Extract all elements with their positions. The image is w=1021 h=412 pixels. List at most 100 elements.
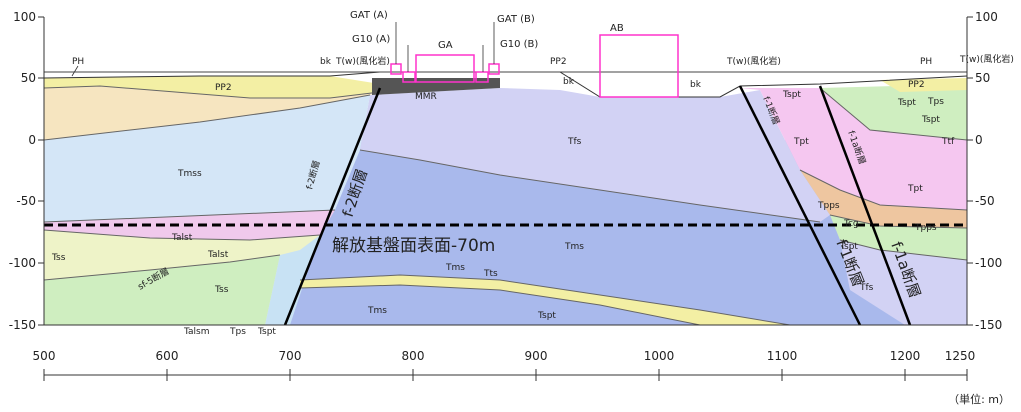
label-tspt-r2: Tspt xyxy=(897,98,916,108)
label-pp2-left: PP2 xyxy=(215,83,232,93)
label-tspt-r3: Tspt xyxy=(921,115,940,125)
right-axis-labels: 100 50 0 -50 -100 -150 xyxy=(975,10,1002,332)
left-tick-minus50: -50 xyxy=(16,194,36,208)
x-tick-500: 500 xyxy=(33,349,56,363)
x-tick-1250: 1250 xyxy=(945,349,976,363)
left-tick-minus150: -150 xyxy=(9,318,36,332)
label-tw-left: T(w)(風化岩) xyxy=(335,55,390,67)
label-tmss: Tmss xyxy=(177,169,202,179)
x-tick-700: 700 xyxy=(279,349,302,363)
left-axis-labels: 100 50 0 -50 -100 -150 xyxy=(9,10,36,332)
x-tick-1200: 1200 xyxy=(890,349,921,363)
right-tick-minus100: -100 xyxy=(975,256,1002,270)
label-bk-center: bk xyxy=(563,77,575,87)
label-talst2: Talst xyxy=(207,250,229,260)
label-bk-right: bk xyxy=(690,80,702,90)
label-tpps2: Tpps xyxy=(914,223,937,233)
layer-tpt-right xyxy=(740,88,967,210)
label-tspt-r4: Tspt xyxy=(839,242,858,252)
x-tick-800: 800 xyxy=(402,349,425,363)
layer-fills xyxy=(44,76,967,325)
fault-f1a xyxy=(818,85,912,326)
x-tick-600: 600 xyxy=(156,349,179,363)
label-tcg: Tcg xyxy=(843,219,859,229)
left-tick-minus100: -100 xyxy=(9,256,36,270)
unit-note: （単位: m） xyxy=(948,392,1010,406)
label-tspt-lower: Tspt xyxy=(537,311,556,321)
right-axis-ticks xyxy=(967,16,973,326)
label-tms-main: Tms xyxy=(564,242,584,252)
label-tw-right-top: T(w)(風化岩) xyxy=(726,55,781,67)
label-tss-mid: Tss xyxy=(214,285,229,295)
label-talsm: Talsm xyxy=(183,327,209,337)
label-tspt-r1: Tspt xyxy=(782,90,801,100)
right-tick-50: 50 xyxy=(975,71,990,85)
label-tspt-bottom: Tspt xyxy=(257,327,276,337)
label-pp2-right: PP2 xyxy=(908,80,925,90)
label-gat-b: GAT (B) xyxy=(497,14,535,25)
layer-tpps-right xyxy=(800,170,967,228)
left-axis-ticks xyxy=(38,16,44,326)
label-talst1: Talst xyxy=(171,233,193,243)
label-g10-b: G10 (B) xyxy=(500,39,538,50)
structure-leaders xyxy=(395,22,495,72)
label-tms-lower2: Tms xyxy=(367,306,387,316)
label-tw-right-edge: T(w)(風化岩) xyxy=(959,53,1014,65)
layer-labels: Tmss Tfs Tms Tms Tts Tms Tspt Tss Tss Ta… xyxy=(51,90,955,337)
label-ttf: Ttf xyxy=(941,137,955,147)
layer-tts xyxy=(300,275,790,325)
layer-cream-left xyxy=(44,86,380,140)
right-tick-0: 0 xyxy=(975,133,983,147)
label-tfs-r: Tfs xyxy=(859,283,874,293)
label-ph-right: PH xyxy=(920,57,932,67)
structure-ga xyxy=(415,54,475,83)
right-tick-minus50: -50 xyxy=(975,194,995,208)
label-tts: Tts xyxy=(483,269,498,279)
fault-f2 xyxy=(283,87,382,326)
label-tpps1: Tpps xyxy=(817,201,840,211)
label-tpt-r2: Tpt xyxy=(907,184,923,194)
label-ph-left: PH xyxy=(72,57,84,67)
layer-tmss xyxy=(44,95,370,222)
x-axis-labels: 500 600 700 800 900 1000 1100 1200 1250 xyxy=(33,349,976,363)
label-gat-a: GAT (A) xyxy=(350,10,388,21)
label-tps-bottom: Tps xyxy=(229,327,246,337)
label-mmr: MMR xyxy=(415,92,437,102)
structures xyxy=(390,34,679,98)
x-tick-1000: 1000 xyxy=(644,349,675,363)
layer-tfs xyxy=(360,88,830,222)
boundary-lines xyxy=(43,85,968,326)
label-ga: GA xyxy=(438,40,453,51)
x-tick-1100: 1100 xyxy=(767,349,798,363)
label-ab: AB xyxy=(610,23,624,34)
label-bk-left: bk xyxy=(320,57,332,67)
left-tick-100: 100 xyxy=(13,10,36,24)
faults xyxy=(283,85,912,326)
x-tick-900: 900 xyxy=(525,349,548,363)
structure-gat-b xyxy=(475,71,489,83)
structure-ab xyxy=(599,34,679,98)
layer-green-left xyxy=(44,255,280,325)
layer-tfs-right xyxy=(840,240,967,325)
layer-pp2-right xyxy=(880,78,967,92)
label-tps-r: Tps xyxy=(927,97,944,107)
layer-green-right xyxy=(820,84,967,140)
label-g10-a: G10 (A) xyxy=(352,34,390,45)
plot-frame xyxy=(43,17,968,326)
layer-lightblue-left xyxy=(265,235,320,325)
baseline-label: 解放基盤面表面-70m xyxy=(332,236,495,256)
label-tpt-r1: Tpt xyxy=(793,137,809,147)
left-tick-0: 0 xyxy=(28,133,36,147)
x-axis xyxy=(43,369,968,381)
layer-pp2-left xyxy=(44,76,380,98)
right-tick-minus150: -150 xyxy=(975,318,1002,332)
label-pp2-center: PP2 xyxy=(550,57,567,67)
structure-g10-a xyxy=(402,71,416,83)
fault-f1 xyxy=(738,85,862,326)
label-tss-left: Tss xyxy=(51,253,66,263)
surface-labels: PH bk T(w)(風化岩) PP2 MMR PP2 bk bk T(w)(風… xyxy=(71,53,1014,102)
structure-labels: GAT (A) G10 (A) GA GAT (B) G10 (B) AB xyxy=(350,10,624,51)
label-tms-lower: Tms xyxy=(445,263,465,273)
label-tfs: Tfs xyxy=(567,137,582,147)
